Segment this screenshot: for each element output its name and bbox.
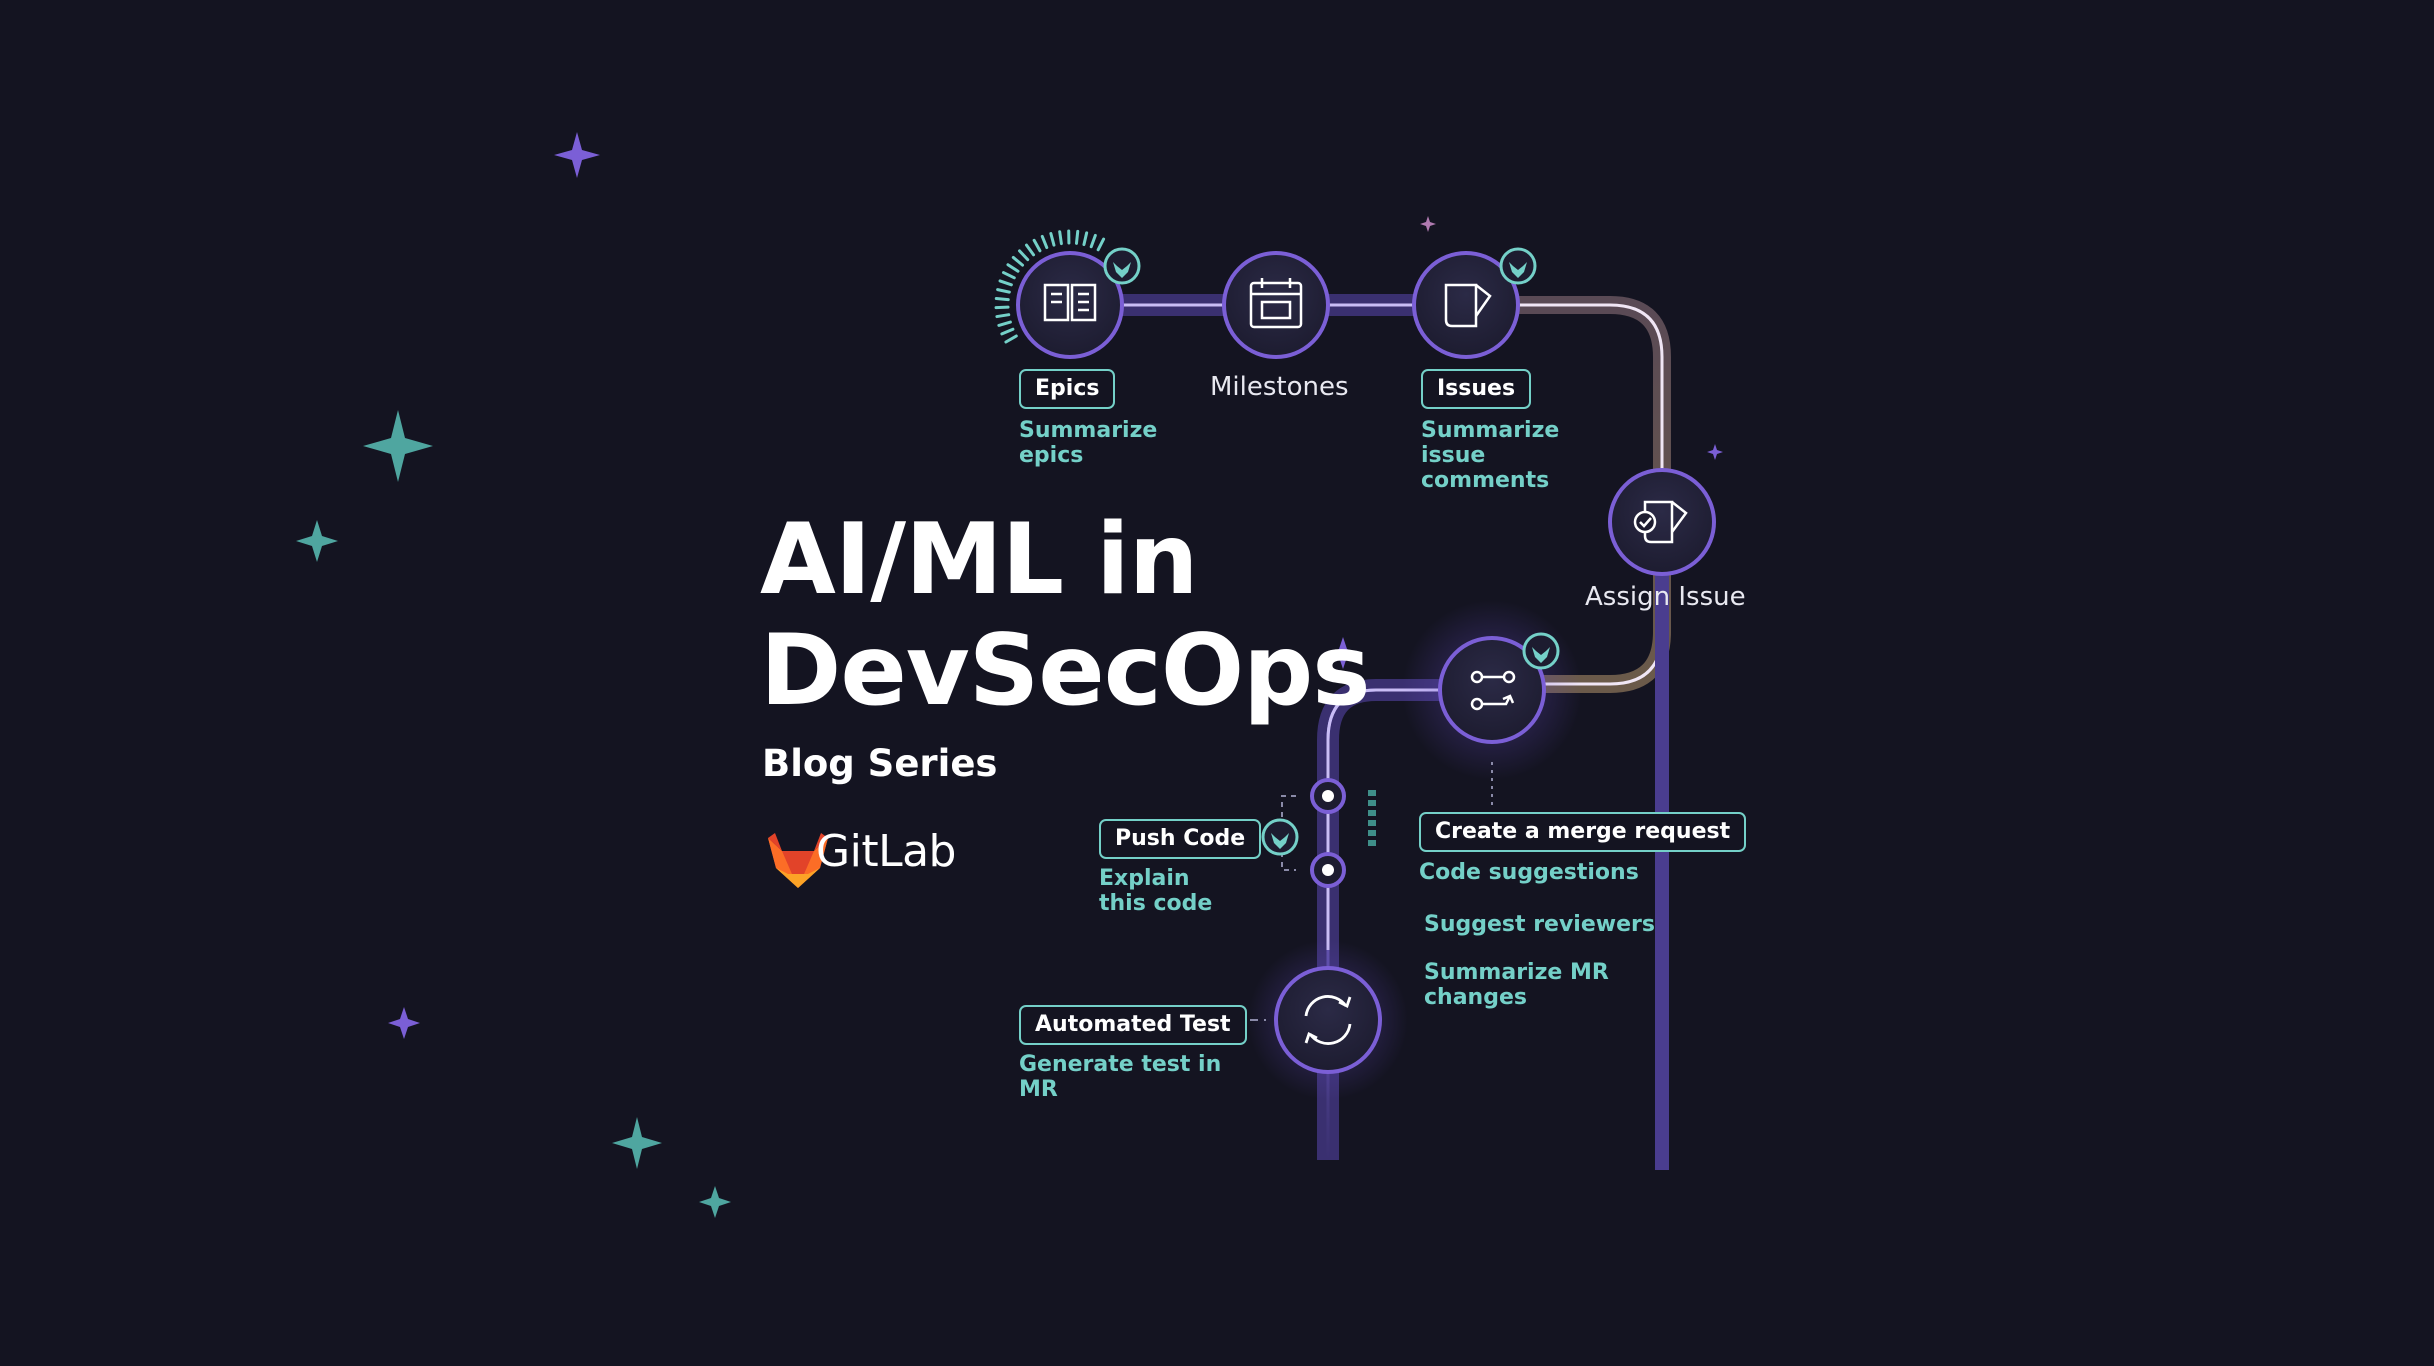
tanuki-badge-icon	[1522, 632, 1560, 670]
sparkle-icon	[699, 1186, 731, 1218]
page-title-line-2: DevSecOps	[760, 614, 1371, 728]
assigned-issue-icon	[1633, 500, 1688, 544]
tick-mark	[1001, 271, 1016, 280]
tick-mark	[1082, 231, 1089, 247]
sparkle-icon	[612, 1117, 662, 1169]
automated-test-label: Automated Test	[1019, 1005, 1247, 1045]
brand-name: GitLab	[816, 826, 956, 877]
issues-label: Issues	[1421, 369, 1532, 409]
mr-ai-feature-suggest-reviewers: Suggest reviewers	[1424, 912, 1655, 937]
sparkle-icon	[388, 1007, 420, 1039]
tick-mark	[1032, 238, 1042, 253]
sparkle-icon	[363, 410, 433, 482]
sparkle-icon	[1707, 444, 1723, 460]
milestones-label: Milestones	[1210, 372, 1349, 402]
tick-mark	[1011, 255, 1025, 267]
tick-mark	[998, 279, 1013, 287]
gitlab-tanuki-icon	[768, 833, 828, 888]
push-code-label: Push Code	[1099, 819, 1262, 859]
tick-mark	[1096, 237, 1106, 252]
tanuki-badge-icon	[1261, 818, 1299, 856]
node-merge-request	[1438, 636, 1546, 744]
automated-test-ai-feature: Generate test in MR	[1019, 1052, 1222, 1102]
sparkle-icon	[1327, 637, 1359, 669]
epics-label: Epics	[1019, 369, 1116, 409]
page-title-line-1: AI/ML in	[760, 503, 1199, 617]
tick-mark	[1058, 230, 1063, 246]
sparkle-icon	[554, 132, 600, 178]
node-milestones	[1222, 251, 1330, 359]
tick-mark	[1025, 243, 1036, 257]
node-assign-issue	[1608, 468, 1716, 576]
merge-request-icon	[1470, 670, 1516, 711]
tick-mark	[994, 297, 1010, 302]
sparkle-icon	[1420, 216, 1436, 232]
tick-mark	[1004, 334, 1018, 344]
tick-mark	[995, 313, 1011, 319]
merge-request-label: Create a merge request	[1419, 812, 1747, 852]
progress-ticks	[994, 229, 1106, 344]
assign-issue-label: Assign Issue	[1585, 582, 1746, 612]
sparkle-decorations	[296, 132, 1723, 1218]
refresh-icon	[1304, 995, 1352, 1045]
tick-mark	[1000, 327, 1015, 336]
tick-mark	[1049, 232, 1056, 247]
issues-ai-feature: Summarize issue comments	[1421, 418, 1560, 493]
node-issues	[1412, 251, 1520, 359]
tick-mark	[1089, 233, 1097, 249]
epics-ai-feature: Summarize epics	[1019, 418, 1158, 468]
tick-mark	[1006, 263, 1020, 273]
tick-mark	[1040, 234, 1049, 250]
tanuki-badge-icon	[1499, 247, 1537, 285]
node-epics	[1016, 251, 1124, 359]
open-book-icon	[1043, 283, 1097, 322]
page-subtitle: Blog Series	[762, 742, 998, 785]
mr-ai-feature-summarize-changes: Summarize MR changes	[1424, 960, 1609, 1010]
tick-mark	[1074, 229, 1080, 245]
push-code-ai-feature: Explain this code	[1099, 866, 1213, 916]
tick-mark	[996, 288, 1011, 294]
node-automated-test	[1222, 966, 1382, 1074]
calendar-icon	[1249, 278, 1303, 329]
issue-note-icon	[1444, 283, 1492, 328]
mr-ai-feature-code-suggestions: Code suggestions	[1419, 860, 1639, 885]
tanuki-badge-icon	[1103, 247, 1141, 285]
node-push-code	[1281, 778, 1346, 888]
tick-mark	[997, 320, 1012, 327]
tick-mark	[1018, 249, 1030, 262]
sparkle-icon	[296, 520, 338, 562]
